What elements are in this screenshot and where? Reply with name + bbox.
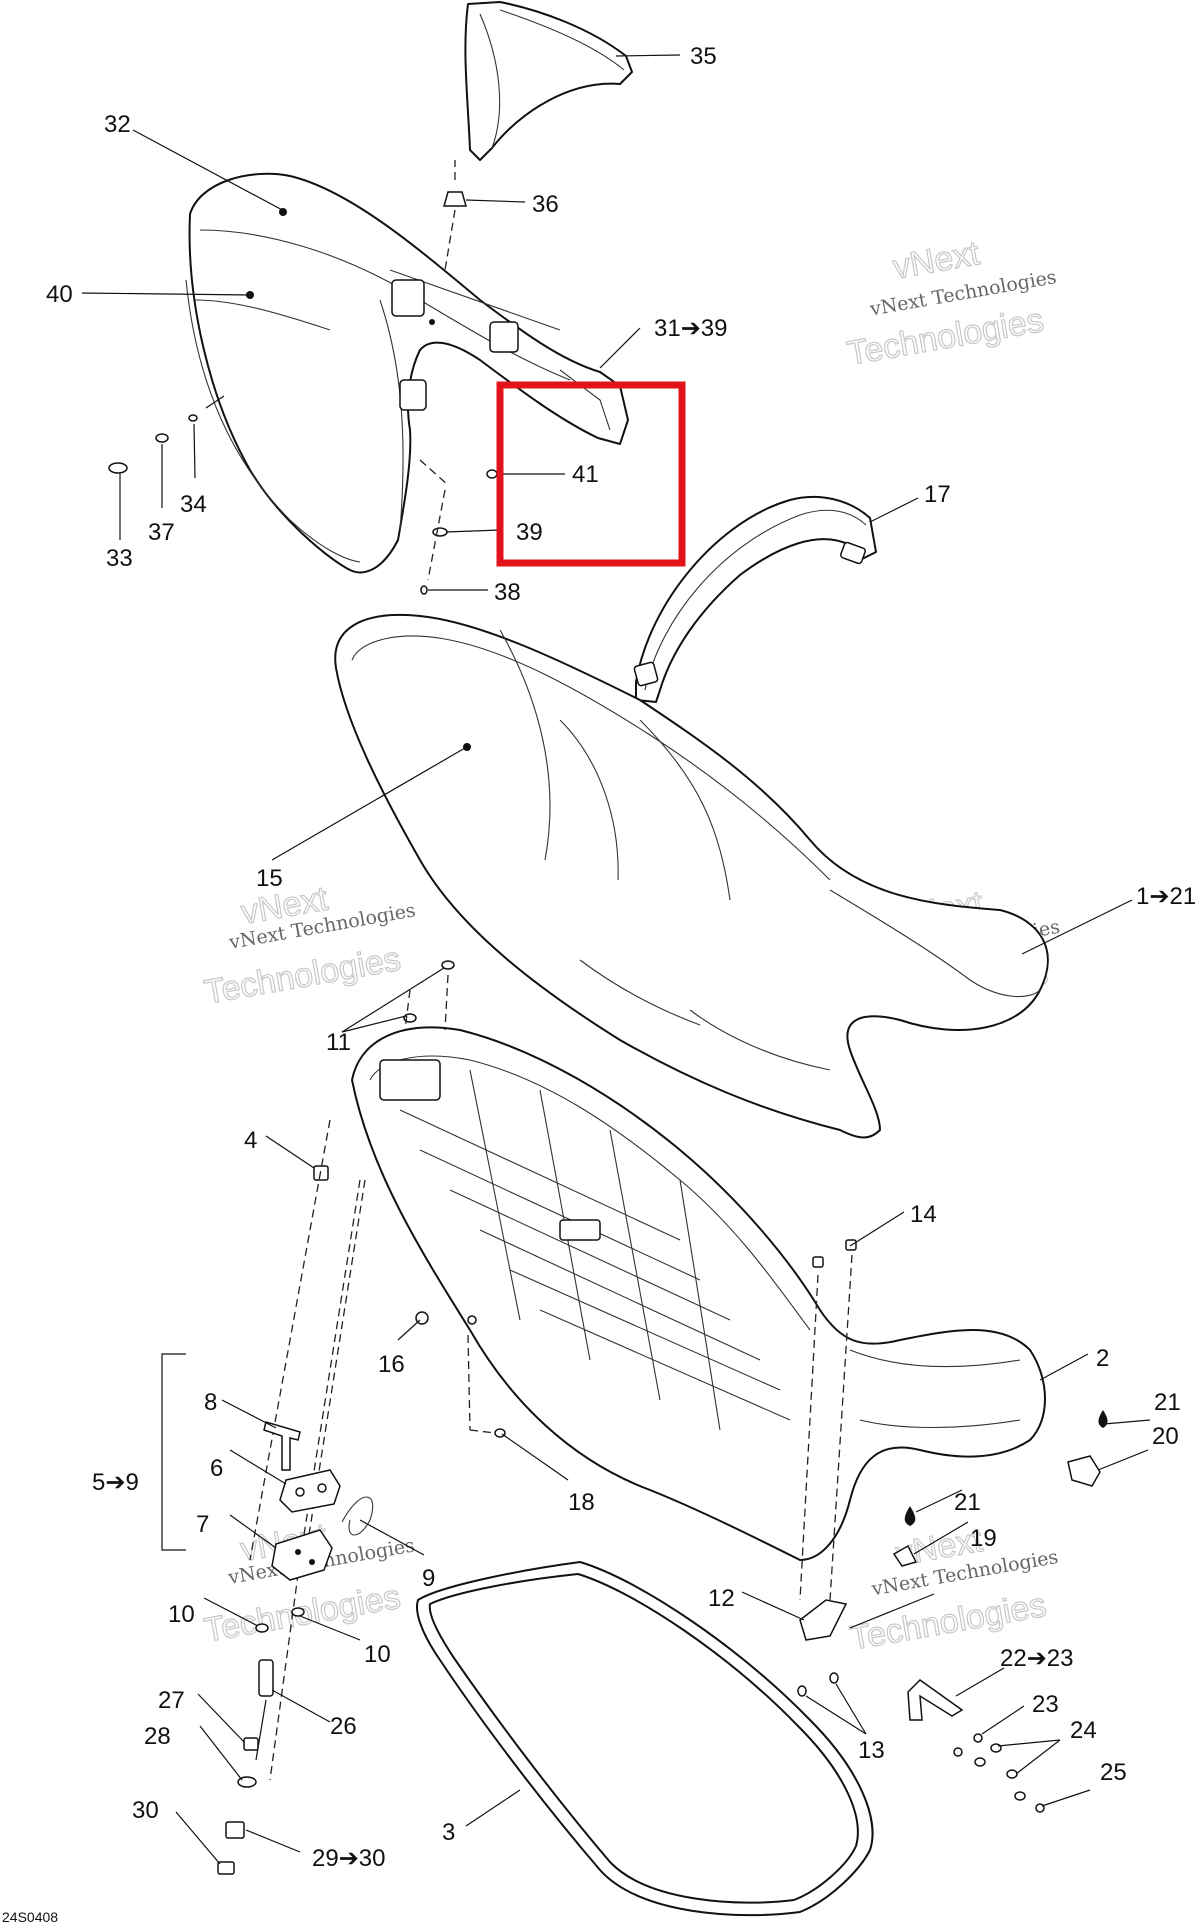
callout-17: 17 [924,481,951,508]
callout-7: 7 [196,1511,209,1538]
callout-40: 40 [46,281,73,308]
part-14-clips [812,1239,857,1268]
part-8-latch-handle [263,1421,301,1471]
part-32-rear-cover [185,172,629,574]
watermark-mid-left: vNext vNext Technologies Technologies [201,879,417,1012]
callout-9: 9 [422,1565,435,1592]
callout-28: 28 [144,1723,171,1750]
callout-4: 4 [244,1127,257,1154]
part-18-screw [467,1334,506,1438]
callout-13: 13 [858,1737,885,1764]
parts-26-30-latch-pin [217,1659,274,1875]
part-12-bracket [799,1599,848,1641]
callout-15: 15 [256,865,283,892]
watermark-bottom-left: vNext vNext Technologies Technologies [201,1516,417,1650]
callout-41: 41 [572,461,599,488]
part-15-seat-cover [334,614,1049,1139]
callout-2: 2 [1096,1345,1109,1372]
watermark-top-right: vNext vNext Technologies Technologies [844,234,1058,374]
callout-20: 20 [1152,1423,1179,1450]
callout-21-bottom: 21 [954,1489,981,1516]
callout-29-30: 29➔30 [312,1845,386,1872]
callout-24: 24 [1070,1717,1097,1744]
callout-30: 30 [132,1797,159,1824]
callout-10-left: 10 [168,1601,195,1628]
callout-10-right: 10 [364,1641,391,1668]
callout-5-9: 5➔9 [92,1469,139,1496]
callout-26: 26 [330,1713,357,1740]
svg-text:vNext: vNext [890,234,983,287]
bracket-5-9 [161,1353,186,1551]
part-17-strap [633,495,877,703]
callout-32: 32 [104,111,131,138]
part-10-screws [255,1607,305,1633]
callout-39: 39 [516,519,543,546]
callout-34: 34 [180,491,207,518]
guide-lines [249,974,853,1781]
callout-38: 38 [494,579,521,606]
part-13-screws [797,1672,839,1697]
leader-lines [81,54,1151,1865]
callout-11: 11 [326,1029,351,1056]
callout-31-39: 31➔39 [654,315,728,342]
part-2-seat-base [351,1026,1046,1561]
callout-37: 37 [148,519,175,546]
part-19-bumper [892,1544,918,1567]
callout-labels: 35 36 32 40 31➔39 41 39 38 33 37 34 17 1… [46,43,1196,1872]
callout-14: 14 [910,1201,937,1228]
callout-16: 16 [378,1351,405,1378]
part-7-latch-body [271,1529,333,1581]
callout-8: 8 [204,1389,217,1416]
callout-12: 12 [708,1585,735,1612]
callout-25: 25 [1100,1759,1127,1786]
callout-33: 33 [106,545,133,572]
part-11-washers [403,960,455,1023]
callout-36: 36 [532,191,559,218]
part-36-spacer [439,160,467,301]
parts-33-34-37-fasteners [108,395,225,474]
part-35-handle-cover [464,1,633,161]
highlight-box [496,381,686,567]
callout-18: 18 [568,1489,595,1516]
callout-1-21: 1➔21 [1136,883,1196,910]
callout-21-top: 21 [1154,1389,1181,1416]
callout-35: 35 [690,43,717,70]
callout-23: 23 [1032,1691,1059,1718]
callout-6: 6 [210,1455,223,1482]
part-6-latch-plate [279,1469,341,1513]
diagram-code: 24S0408 [2,1909,58,1925]
parts-38-39-41-fasteners [419,459,498,595]
callout-27: 27 [158,1687,185,1714]
watermark-bottom-right: vNext vNext Technologies Technologies [846,1520,1059,1658]
callout-22-23: 22➔23 [1000,1645,1074,1672]
part-22-23-bracket [907,1679,964,1721]
callout-19: 19 [970,1525,997,1552]
part-20-bumper [1067,1455,1101,1487]
part-9-spring [341,1496,374,1536]
parts-23-25-hardware [953,1733,1045,1813]
part-3-seal-gasket [416,1561,874,1917]
callout-3: 3 [442,1819,455,1846]
